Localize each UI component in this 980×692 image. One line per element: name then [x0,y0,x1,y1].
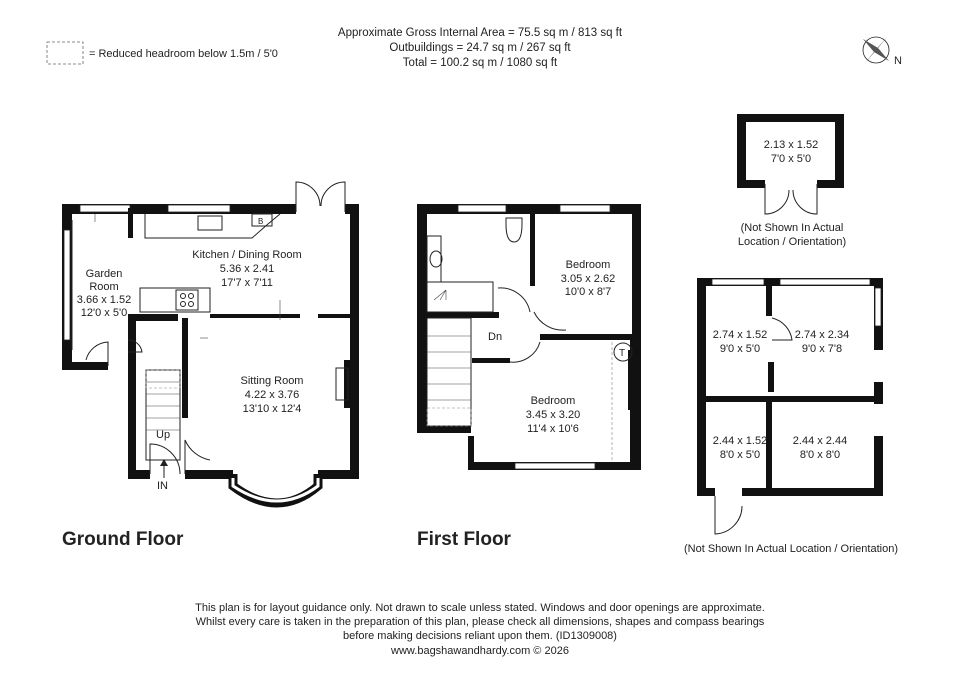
sitting-room-metric: 4.22 x 3.76 [245,389,299,401]
kitchen-name: Kitchen / Dining Room [192,249,301,261]
stairs-down-label: Dn [488,331,502,343]
compass-icon [862,36,890,64]
outbuilding-room-1-metric: 2.74 x 1.52 [713,329,767,341]
kitchen-imperial: 17'7 x 7'11 [221,277,273,289]
garden-room-name-1: Garden [86,268,123,280]
legend-label: = Reduced headroom below 1.5m / 5'0 [89,48,278,60]
outbuilding-room-3-imperial: 8'0 x 5'0 [720,449,760,461]
outbuilding-small-note-2: Location / Orientation) [738,236,846,248]
footer-line-3: before making decisions reliant upon the… [343,630,617,642]
ground-floor-plan: B [62,181,359,508]
outbuilding-room-4-metric: 2.44 x 2.44 [793,435,847,447]
bedroom-1-metric: 3.05 x 2.62 [561,273,615,285]
first-floor-plan: T [417,204,641,470]
outbuilding-large-note: (Not Shown In Actual Location / Orientat… [684,543,898,555]
sitting-room-imperial: 13'10 x 12'4 [243,403,302,415]
total-area-text: Total = 100.2 sq m / 1080 sq ft [403,57,558,69]
ground-floor-title: Ground Floor [62,529,184,550]
sitting-room-name: Sitting Room [241,375,304,387]
footer-line-2: Whilst every care is taken in the prepar… [196,616,765,628]
stairs-up-label: Up [156,429,170,441]
outbuilding-room-2-imperial: 9'0 x 7'8 [802,343,842,355]
garden-room-metric: 3.66 x 1.52 [77,294,131,306]
outbuilding-large-plan [697,278,883,535]
bedroom-2-name: Bedroom [531,395,576,407]
footer-line-1: This plan is for layout guidance only. N… [195,602,765,614]
compass-north-label: N [894,55,902,67]
outbuilding-small-metric: 2.13 x 1.52 [764,139,818,151]
footer: This plan is for layout guidance only. N… [195,602,765,657]
outbuilding-room-2-metric: 2.74 x 2.34 [795,329,849,341]
outbuildings-area-text: Outbuildings = 24.7 sq m / 267 sq ft [389,42,571,54]
outbuilding-small-note-1: (Not Shown In Actual [741,222,844,234]
header: Approximate Gross Internal Area = 75.5 s… [338,27,623,69]
bedroom-2-metric: 3.45 x 3.20 [526,409,580,421]
bedroom-1-name: Bedroom [566,259,611,271]
kitchen-metric: 5.36 x 2.41 [220,263,274,275]
outbuilding-room-3-metric: 2.44 x 1.52 [713,435,767,447]
outbuilding-room-4-imperial: 8'0 x 8'0 [800,449,840,461]
outbuilding-room-1-imperial: 9'0 x 5'0 [720,343,760,355]
bedroom-2-imperial: 11'4 x 10'6 [527,423,579,435]
outbuilding-small-imperial: 7'0 x 5'0 [771,153,811,165]
first-floor-title: First Floor [417,529,512,550]
reduced-headroom-swatch [46,41,84,65]
boiler-label: B [258,217,263,226]
garden-room-imperial: 12'0 x 5'0 [81,307,127,319]
footer-website[interactable]: www.bagshawandhardy.com © 2026 [390,645,569,657]
legend: = Reduced headroom below 1.5m / 5'0 [46,41,278,65]
outbuilding-small-plan [737,114,844,215]
entrance-label: IN [157,480,168,492]
gross-area-text: Approximate Gross Internal Area = 75.5 s… [338,27,623,39]
tank-label: T [619,348,625,359]
garden-room-name-2: Room [89,281,118,293]
bedroom-1-imperial: 10'0 x 8'7 [565,286,611,298]
